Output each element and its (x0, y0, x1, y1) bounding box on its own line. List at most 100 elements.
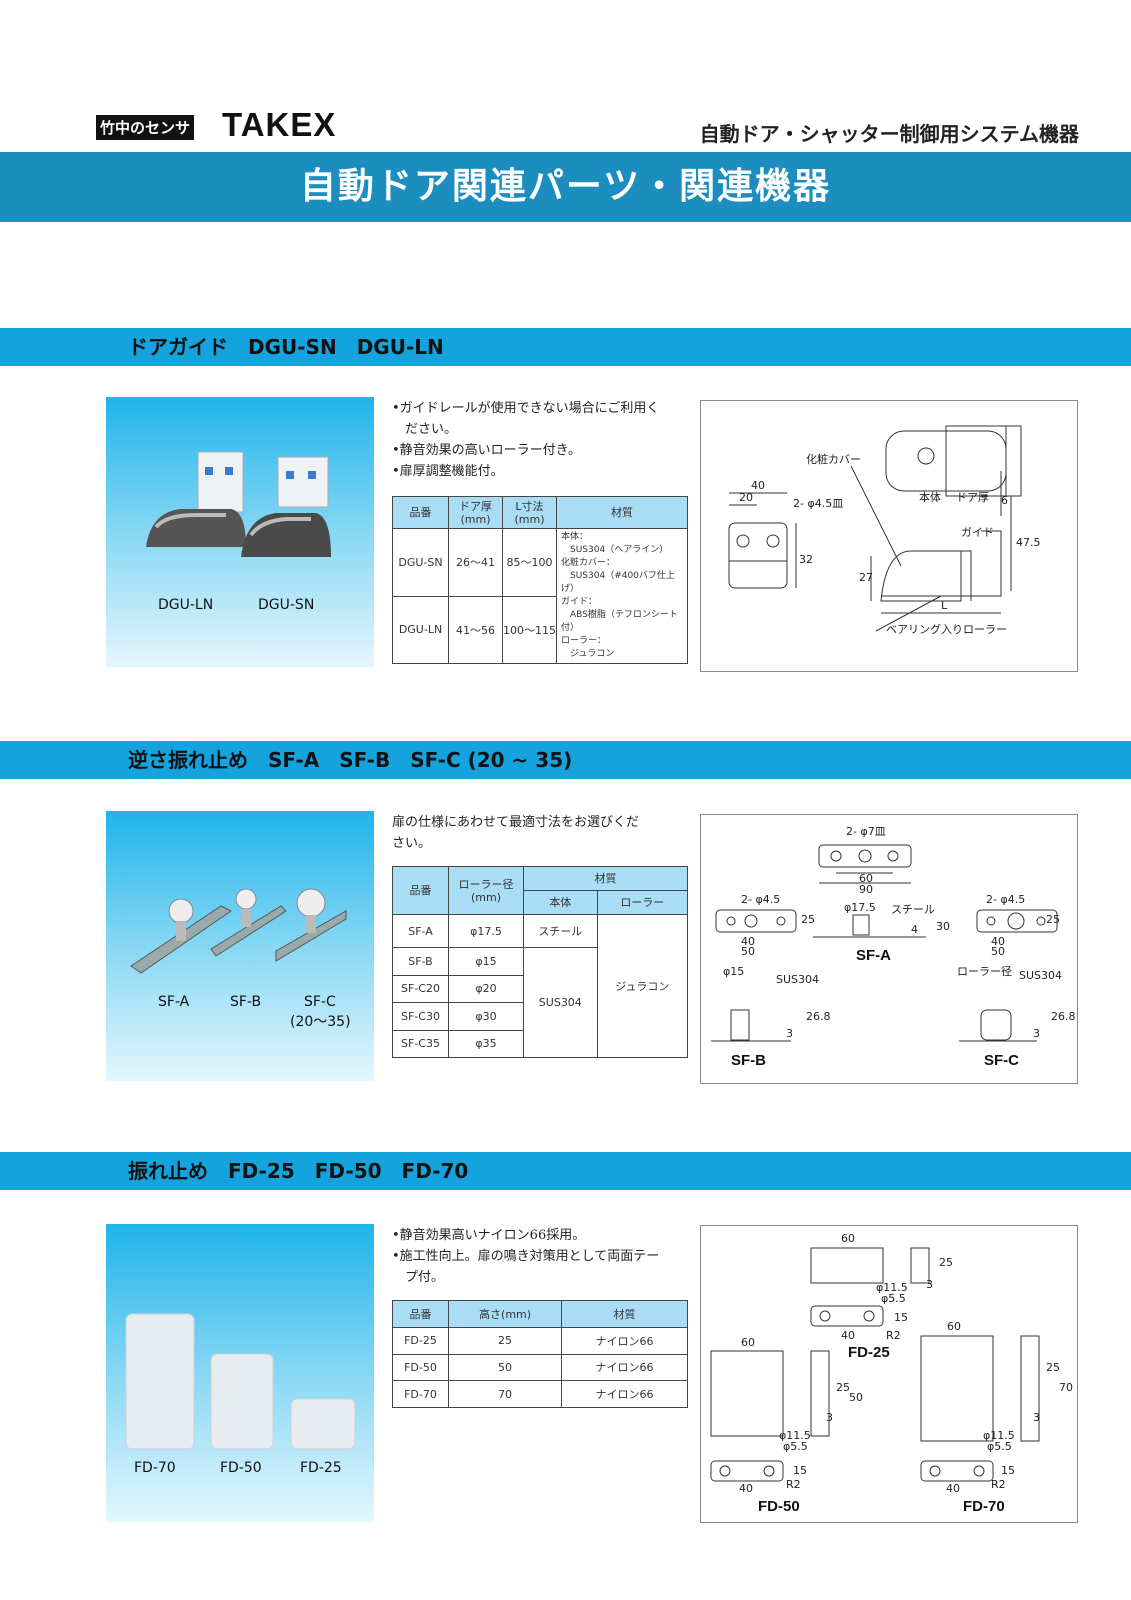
stopper-block-illustration (125, 1313, 356, 1450)
svg-text:15: 15 (1001, 1464, 1015, 1477)
svg-text:FD-25: FD-25 (848, 1344, 890, 1361)
feature-item: •静音効果高いナイロン66採用。 (392, 1228, 586, 1243)
svg-text:25: 25 (1046, 913, 1060, 926)
svg-text:3: 3 (826, 1411, 833, 1424)
section-bar-door-guide (0, 328, 1131, 366)
product-photo-inverted-stopper: SF-A SF-B SF-C (20～35) (106, 811, 374, 1081)
svg-text:R2: R2 (886, 1329, 901, 1342)
svg-text:26.8: 26.8 (1051, 1010, 1076, 1023)
col-header-height: 高さ(mm) (447, 1300, 563, 1328)
cell-material: 本体： SUS304（ヘアライン） 化粧カバー： SUS304（#400バフ仕上… (556, 528, 688, 664)
svg-text:30: 30 (936, 920, 950, 933)
svg-text:40: 40 (741, 935, 755, 948)
svg-text:φ5.5: φ5.5 (987, 1440, 1012, 1453)
svg-text:SF-A: SF-A (856, 947, 891, 964)
svg-text:φ11.5: φ11.5 (876, 1281, 908, 1294)
svg-text:ガイド: ガイド (961, 526, 994, 539)
feature-list-inverted-stopper: 扉の仕様にあわせて最適寸法をお選びくだ さい。 (392, 812, 692, 854)
cell-model: DGU-LN (392, 595, 449, 664)
svg-text:15: 15 (894, 1311, 908, 1324)
svg-text:R2: R2 (991, 1478, 1006, 1491)
stopper-illustration (130, 888, 347, 974)
svg-text:25: 25 (836, 1381, 850, 1394)
guide-plate (197, 451, 244, 513)
cell-door: 41～56 (448, 595, 503, 664)
page-title-banner: 自動ドア関連パーツ・関連機器 (0, 152, 1131, 222)
svg-text:25: 25 (801, 913, 815, 926)
svg-text:2- φ7皿: 2- φ7皿 (846, 825, 886, 838)
photo-label-sf-c-range: (20～35) (290, 1014, 351, 1030)
section-title-inverted-stopper: 逆さ振れ止め SF-A SF-B SF-C (20 ~ 35) (128, 748, 573, 772)
table-row: DGU-LN 41～56 100～115 (392, 595, 688, 664)
feature-list-door-guide: •ガイドレールが使用できない場合にご利用く ださい。 •静音効果の高いローラー付… (392, 398, 692, 482)
photo-label-fd-70: FD-70 (134, 1460, 176, 1476)
svg-text:化粧カバー: 化粧カバー (806, 452, 861, 466)
svg-text:φ11.5: φ11.5 (779, 1429, 811, 1442)
svg-text:50: 50 (741, 945, 755, 958)
svg-text:60: 60 (741, 1336, 755, 1349)
svg-text:26.8: 26.8 (806, 1010, 831, 1023)
svg-text:2- φ4.5: 2- φ4.5 (986, 893, 1025, 906)
cell-model: DGU-SN (392, 528, 449, 597)
svg-text:ベアリング入りローラー: ベアリング入りローラー (886, 622, 1007, 636)
svg-text:FD-70: FD-70 (963, 1498, 1005, 1515)
svg-text:70: 70 (1059, 1381, 1073, 1394)
door-guide-illustration (146, 451, 331, 557)
drawing-stopper: 60 25 3 φ11.5 φ5.5 15 40 R2 FD-25 60 25 … (700, 1225, 1078, 1523)
feature-item: •扉厚調整機能付。 (392, 464, 504, 479)
svg-text:SF-B: SF-B (731, 1052, 766, 1069)
svg-text:32: 32 (799, 553, 813, 566)
brand-tagline-box: 竹中のセンサ (96, 115, 195, 140)
feature-item: プ付。 (392, 1270, 445, 1285)
brand-logo: TAKEX (222, 106, 337, 143)
cell-l: 100～115 (502, 595, 557, 664)
svg-text:FD-50: FD-50 (758, 1498, 800, 1515)
svg-text:40: 40 (751, 479, 765, 492)
section-title-door-guide: ドアガイド DGU-SN DGU-LN (128, 335, 444, 359)
cell-door: 26～41 (448, 528, 503, 597)
svg-text:47.5: 47.5 (1016, 536, 1041, 549)
svg-text:スチール: スチール (891, 903, 935, 916)
col-header-body: 本体 (523, 890, 598, 915)
svg-text:φ17.5: φ17.5 (844, 901, 876, 914)
svg-text:60: 60 (947, 1320, 961, 1333)
svg-text:3: 3 (786, 1027, 793, 1040)
col-header-roller: ローラー (596, 890, 689, 915)
cell-l: 85～100 (502, 528, 557, 597)
svg-text:ローラー径: ローラー径 (957, 965, 1012, 978)
svg-text:50: 50 (849, 1391, 863, 1404)
svg-text:R2: R2 (786, 1478, 801, 1491)
svg-text:40: 40 (841, 1329, 855, 1342)
svg-text:40: 40 (739, 1482, 753, 1495)
svg-text:2- φ4.5皿: 2- φ4.5皿 (793, 497, 843, 510)
photo-label-sf-a: SF-A (158, 994, 190, 1010)
spec-table-door-guide: 品番 ドア厚 (mm) L寸法 (mm) 材質 DGU-SN 26～41 85～… (392, 496, 688, 664)
table-row: DGU-SN 26～41 85～100 本体： SUS304（ヘアライン） 化粧… (392, 528, 688, 664)
drawing-door-guide: 化粧カバー 本体 ドア厚 6 ガイド ベアリング入りローラー 2- φ4.5皿 … (700, 400, 1078, 672)
section-title-stopper: 振れ止め FD-25 FD-50 FD-70 (128, 1159, 469, 1183)
col-header-l-dimension: L寸法 (mm) (502, 496, 557, 529)
svg-text:ドア厚: ドア厚 (956, 491, 989, 504)
feature-item: 扉の仕様にあわせて最適寸法をお選びくだ (392, 815, 640, 830)
section-bar-inverted-stopper (0, 741, 1131, 779)
feature-item: •施工性向上。扉の鳴き対策用として両面テー (392, 1249, 660, 1264)
col-header-roller-dia: ローラー径 (mm) (448, 866, 524, 915)
col-header-material: 材質 (523, 866, 688, 891)
photo-label-sf-c: SF-C (304, 994, 336, 1010)
col-header-door-thickness: ドア厚 (mm) (448, 496, 503, 529)
feature-item: •静音効果の高いローラー付き。 (392, 443, 582, 458)
svg-text:SUS304: SUS304 (1019, 969, 1062, 982)
svg-text:本体: 本体 (919, 490, 941, 504)
section-bar-stopper (0, 1152, 1131, 1190)
svg-text:60: 60 (841, 1232, 855, 1245)
svg-text:φ11.5: φ11.5 (983, 1429, 1015, 1442)
product-photo-stopper: FD-70 FD-50 FD-25 (106, 1224, 374, 1522)
svg-text:2- φ4.5: 2- φ4.5 (741, 893, 780, 906)
photo-label-dgu-sn: DGU-SN (258, 597, 315, 613)
photo-label-sf-b: SF-B (230, 994, 262, 1010)
